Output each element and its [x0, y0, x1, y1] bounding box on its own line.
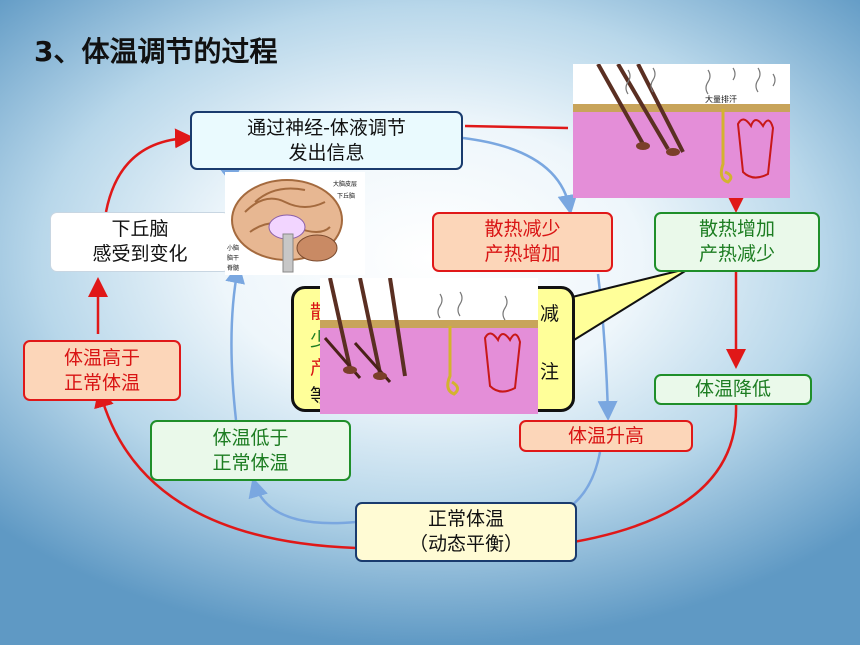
hypothalamus-box: 下丘脑感受到变化	[50, 212, 230, 272]
hypothalamus-line-1: 下丘脑	[111, 218, 169, 241]
arrow-neural-to-decrease	[462, 136, 578, 215]
neural-line-2: 发出信息	[288, 141, 365, 164]
normal-line-2: （动态平衡）	[408, 533, 523, 555]
skin-image-sweating: 大量排汗	[573, 64, 790, 198]
brain-image: 大脑皮层 下丘脑 小脑 脑干 脊髓	[225, 172, 365, 275]
skin-label: 大量排汗	[705, 94, 737, 104]
increase-loss-line-1: 散热增加	[698, 218, 775, 241]
increase-loss-box: 散热增加产热减少	[654, 212, 820, 272]
temp-up-box: 体温升高	[519, 420, 693, 452]
callout-text-r1: 减	[540, 303, 560, 325]
normal-temp-box: 正常体温（动态平衡）	[355, 502, 577, 562]
arrow-decrease-to-up	[596, 273, 618, 421]
brain-label-cord: 脊髓	[227, 264, 239, 272]
brain-label-stem: 脑干	[227, 254, 239, 262]
temp-high-box: 体温高于正常体温	[23, 340, 181, 401]
hypothalamus-line-2: 感受到变化	[92, 243, 188, 265]
brain-label-cortex: 大脑皮层	[333, 180, 357, 188]
arrow-down-to-normal	[543, 403, 738, 554]
temp-low-line-1: 体温低于	[212, 426, 289, 449]
page-title: 3、体温调节的过程	[34, 35, 278, 68]
brain-label-hypothalamus: 下丘脑	[337, 192, 355, 200]
temp-up-label: 体温升高	[567, 424, 644, 447]
arrow-low-to-hypothalamus	[225, 263, 245, 421]
callout-text-r2: 注	[540, 361, 560, 383]
temp-high-line-2: 正常体温	[63, 371, 140, 394]
temp-low-line-2: 正常体温	[212, 451, 289, 474]
temp-down-box: 体温降低	[654, 374, 812, 405]
increase-loss-line-2: 产热减少	[698, 243, 775, 265]
temp-low-box: 体温低于正常体温	[150, 420, 351, 481]
arrow-normal-to-high	[94, 387, 357, 550]
arrow-neural-to-skin	[464, 124, 569, 130]
normal-line-1: 正常体温	[427, 508, 504, 531]
decrease-loss-line-2: 产热增加	[484, 243, 561, 265]
temp-down-label: 体温降低	[694, 378, 771, 401]
arrow-normal-to-low	[248, 477, 357, 525]
decrease-loss-line-1: 散热减少	[484, 218, 561, 241]
brain-label-cerebellum: 小脑	[227, 244, 239, 252]
temp-high-line-1: 体温高于	[63, 346, 140, 369]
skin-image-cold	[320, 278, 538, 414]
arrow-hypothalamus-to-neural	[104, 128, 195, 213]
callout-pointer	[558, 267, 691, 342]
neural-line-1: 通过神经-体液调节	[247, 116, 406, 139]
decrease-loss-box: 散热减少产热增加	[432, 212, 613, 272]
neural-humoral-box: 通过神经-体液调节发出信息	[190, 111, 463, 170]
